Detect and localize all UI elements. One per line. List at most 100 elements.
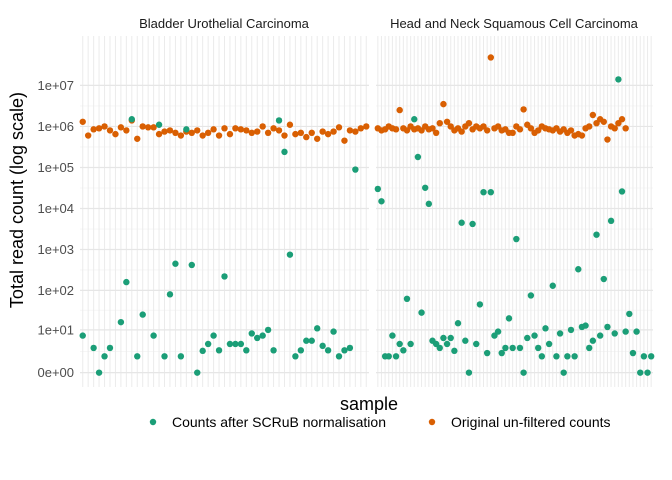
data-point [454,320,462,327]
data-point [396,340,403,348]
data-point [95,125,103,132]
data-point [618,188,626,195]
data-point [226,340,234,348]
data-point [527,125,535,132]
data-point [243,127,250,134]
data-point [254,334,261,342]
data-point [166,127,174,134]
data-point [352,166,359,173]
data-point [600,118,607,125]
data-point [447,334,454,342]
legend-label: Counts after SCRuB normalisation [172,414,386,430]
data-point [183,126,190,133]
data-point [458,128,465,135]
data-point [571,353,578,360]
data-point [578,132,586,139]
data-point [436,119,443,127]
data-point [215,132,223,139]
data-point [622,328,629,335]
data-point [389,332,396,339]
data-point [575,266,582,273]
data-point [281,132,288,139]
data-point [270,347,277,354]
data-point [194,369,201,376]
data-point [139,123,146,130]
data-point [509,129,516,136]
data-point [586,344,593,352]
data-point [542,325,549,332]
data-point [637,369,644,376]
data-point [335,124,343,131]
data-point [237,340,245,348]
data-point [341,347,348,354]
data-point [259,332,266,339]
data-point [330,128,337,135]
data-point [392,126,400,133]
data-point [101,123,108,130]
data-point [292,353,299,360]
data-point [611,330,618,337]
data-point [582,322,589,329]
legend-marker [149,418,157,426]
data-point [101,353,108,360]
data-point [644,369,651,376]
data-point [633,328,640,335]
data-point [172,129,179,136]
data-point [166,291,174,298]
data-point [112,130,119,138]
data-point [264,326,272,334]
data-point [516,126,524,133]
data-point [363,123,370,130]
data-point [640,353,648,360]
data-point [314,135,321,142]
data-point [414,153,422,161]
data-point [436,344,443,352]
data-point [248,129,255,136]
panel-2-grid [376,36,653,387]
panel-2-points [374,54,655,376]
data-point [314,325,321,332]
data-point [432,129,440,136]
data-point [188,261,195,269]
legend-label: Original un-filtered counts [451,414,611,430]
data-point [330,328,337,335]
data-point [396,106,403,114]
data-point [161,353,168,360]
data-point [615,76,622,83]
data-point [226,130,234,138]
data-point [520,106,527,113]
data-point [117,124,125,131]
data-point [297,129,305,136]
data-point [172,260,179,267]
data-point [243,347,250,354]
data-point [123,127,130,134]
data-point [556,330,564,337]
data-point [534,344,542,352]
data-point [516,344,524,352]
y-tick-label: 1e+05 [37,160,74,175]
data-point [440,100,447,108]
y-tick-label: 1e+04 [37,201,74,216]
data-point [600,275,607,283]
data-point [221,125,228,132]
legend: Counts after SCRuB normalisation Original… [149,414,611,430]
data-point [79,118,86,125]
data-point [465,369,473,376]
panel-1: Bladder Urothelial Carcinoma [79,16,370,387]
data-point [443,118,451,125]
data-point [319,128,326,135]
data-point [524,334,531,342]
data-point [275,117,283,124]
data-point [150,124,157,131]
data-point [346,127,354,134]
data-point [303,133,310,141]
data-point [527,292,535,299]
panel-1-title: Bladder Urothelial Carcinoma [139,16,310,31]
data-point [297,347,305,354]
data-point [622,125,629,132]
data-point [567,326,575,334]
panel-2-title: Head and Neck Squamous Cell Carcinoma [390,16,639,31]
data-point [422,184,429,191]
data-point [589,337,597,344]
data-point [215,347,223,354]
